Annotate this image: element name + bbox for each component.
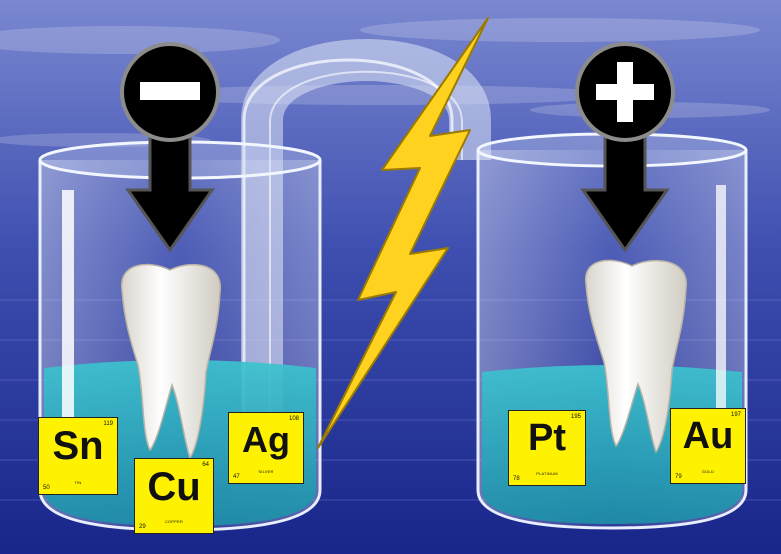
atomic-number: 50	[43, 485, 50, 491]
atomic-mass: 108	[288, 416, 299, 422]
element-name: GOLD	[701, 469, 715, 474]
minus-sign-icon	[140, 82, 200, 100]
atomic-mass: 119	[103, 421, 113, 427]
negative-terminal	[120, 42, 220, 253]
atomic-number: 78	[513, 476, 520, 482]
atomic-number: 47	[233, 474, 240, 480]
element-name: COPPER	[164, 519, 184, 524]
positive-terminal	[575, 42, 675, 253]
atomic-mass: 197	[730, 412, 741, 418]
atomic-mass: 64	[202, 462, 209, 468]
element-symbol: Au	[682, 415, 734, 457]
element-symbol: Ag	[242, 419, 290, 460]
molar-tooth-left-icon	[121, 263, 221, 460]
atomic-mass: 195	[570, 414, 581, 420]
element-symbol: Cu	[147, 465, 201, 509]
molar-tooth-right-icon	[585, 259, 687, 454]
element-tile-pt: Pt 195 78 PLATINUM	[508, 410, 586, 486]
element-name: SILVER	[258, 469, 274, 474]
element-symbol: Pt	[528, 417, 566, 459]
plus-sign-icon	[596, 62, 654, 122]
down-arrow-right-icon	[580, 133, 670, 253]
lightning-bolt-icon	[317, 17, 489, 449]
element-name: TIN	[74, 480, 82, 485]
element-symbol: Sn	[52, 424, 104, 468]
atomic-number: 29	[139, 524, 146, 530]
down-arrow-left-icon	[125, 133, 215, 253]
element-name: PLATINUM	[536, 471, 558, 476]
atomic-number: 79	[675, 474, 682, 480]
